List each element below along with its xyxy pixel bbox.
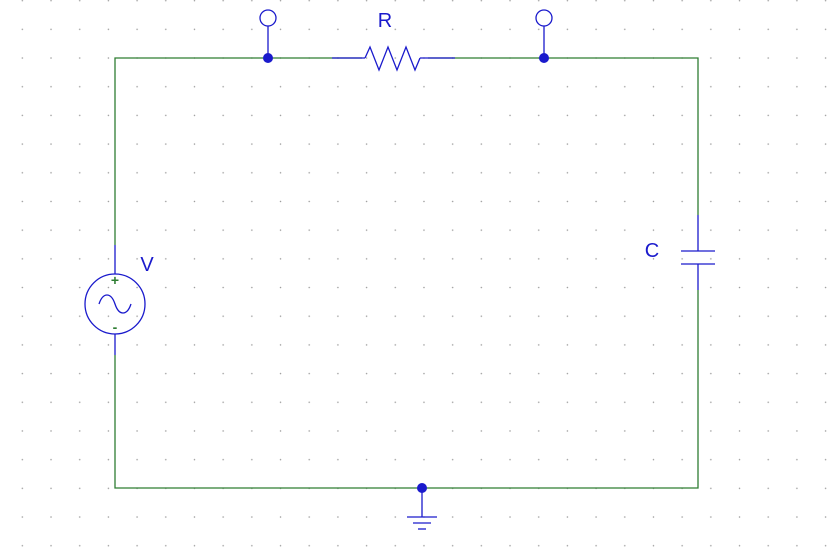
junction-right-dot [539, 53, 549, 63]
probe-right[interactable] [535, 9, 553, 63]
capacitor-label: C [645, 240, 659, 262]
capacitor[interactable]: C [645, 215, 715, 290]
source-minus-sign: - [113, 319, 118, 335]
source-label: V [140, 254, 154, 276]
probe-right-terminal[interactable] [535, 9, 553, 27]
wire-top-right[interactable] [428, 57, 699, 215]
junction-left-dot [263, 53, 273, 63]
source-plus-sign: + [111, 272, 119, 288]
resistor-zigzag [364, 45, 421, 72]
sine-wave-icon [98, 294, 132, 314]
resistor[interactable]: R [332, 10, 455, 72]
wire-top-left[interactable] [114, 57, 362, 245]
ground-symbol[interactable] [407, 483, 437, 530]
junction-ground-dot [417, 483, 427, 493]
probe-left-terminal[interactable] [259, 9, 277, 27]
wire-right-bottom[interactable] [114, 290, 699, 489]
resistor-label: R [378, 10, 392, 32]
wires [114, 57, 699, 489]
probe-left[interactable] [259, 9, 277, 63]
voltage-source[interactable]: + - V [84, 245, 154, 355]
